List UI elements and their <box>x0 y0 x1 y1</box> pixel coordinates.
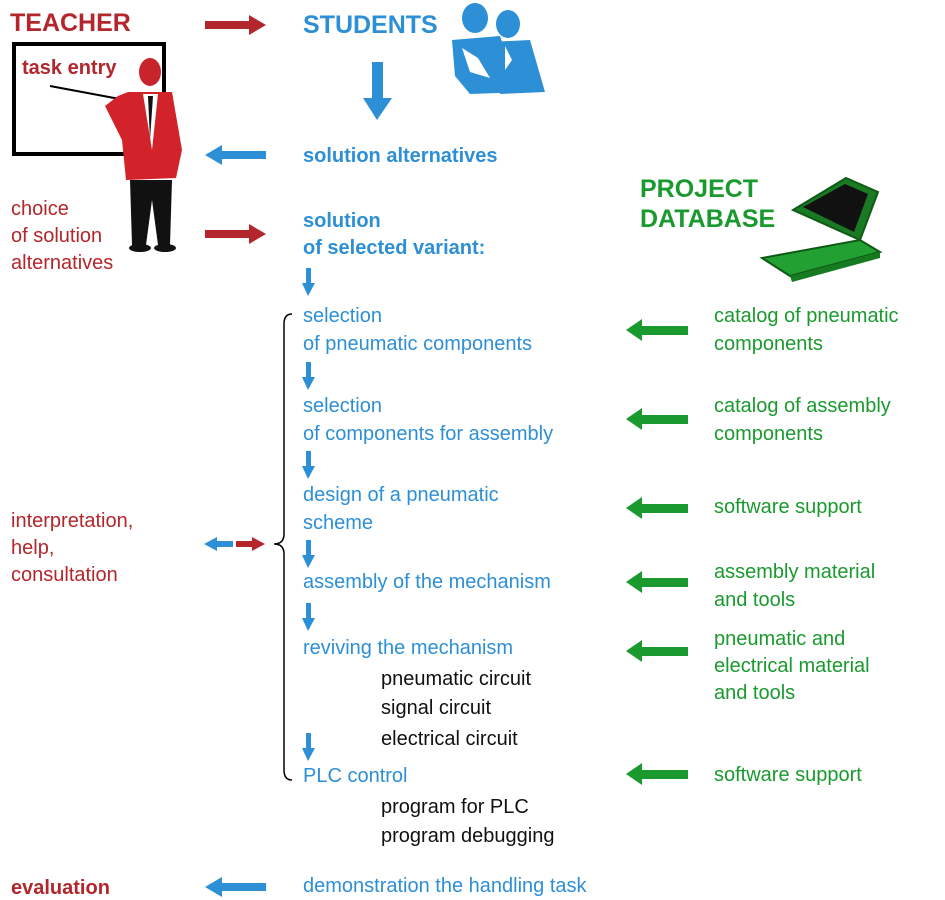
arrow-database-to-step <box>626 640 688 662</box>
arrow-database-to-step <box>626 408 688 430</box>
curly-bracket <box>273 313 293 781</box>
arrow-database-to-step <box>626 763 688 785</box>
arrow-teacher-to-students <box>205 15 266 35</box>
arrow-database-to-step <box>626 571 688 593</box>
arrow-demonstration-to-evaluation <box>205 877 266 897</box>
resource-6-line-1: software support <box>714 764 862 786</box>
demonstration-label: demonstration the handling task <box>303 875 587 897</box>
arrow-down-small <box>302 733 315 761</box>
resource-1-line-1: catalog of pneumatic <box>714 305 899 327</box>
arrow-database-to-step <box>626 497 688 519</box>
interpretation-line-3: consultation <box>11 564 118 586</box>
step-2-line-2: of components for assembly <box>303 423 554 445</box>
arrow-bidirectional-consultation <box>204 537 265 551</box>
step-2-line-1: selection <box>303 395 382 417</box>
step-6-line-1: PLC control <box>303 765 408 787</box>
solution-alternatives-label: solution alternatives <box>303 145 498 167</box>
solution-selected-line-1: solution <box>303 210 381 232</box>
teacher-title: TEACHER <box>10 9 131 37</box>
solution-selected-line-2: of selected variant: <box>303 237 486 259</box>
arrow-alternatives-to-teacher <box>205 145 266 165</box>
arrow-down-small <box>302 451 315 479</box>
students-figure-icon <box>452 3 545 94</box>
choice-line-1: choice <box>11 198 69 220</box>
step-5-sub-3: electrical circuit <box>381 728 518 750</box>
resource-4-line-1: assembly material <box>714 561 876 583</box>
students-title: STUDENTS <box>303 11 438 39</box>
resource-4-line-2: and tools <box>714 589 796 611</box>
arrow-database-to-step <box>626 319 688 341</box>
resource-5-line-3: and tools <box>714 682 796 704</box>
arrow-down-small <box>302 540 315 568</box>
step-1-line-1: selection <box>303 305 382 327</box>
step-5-line-1: reviving the mechanism <box>303 637 514 659</box>
choice-line-2: of solution <box>11 225 103 247</box>
interpretation-line-1: interpretation, <box>11 510 134 532</box>
resource-5-line-2: electrical material <box>714 655 870 677</box>
project-database-title-line-2: DATABASE <box>640 205 776 233</box>
step-3-line-2: scheme <box>303 512 374 534</box>
choice-line-3: alternatives <box>11 252 114 274</box>
step-4-line-1: assembly of the mechanism <box>303 571 551 593</box>
task-entry-label: task entry <box>22 57 117 79</box>
interpretation-line-2: help, <box>11 537 55 559</box>
resource-2-line-1: catalog of assembly <box>714 395 891 417</box>
resource-1-line-2: components <box>714 333 823 355</box>
arrow-down-students <box>363 62 392 120</box>
step-3-line-1: design of a pneumatic <box>303 484 499 506</box>
step-5-sub-1: pneumatic circuit <box>381 668 532 690</box>
resource-2-line-2: components <box>714 423 823 445</box>
arrow-down-small <box>302 268 315 296</box>
laptop-icon <box>759 176 883 282</box>
step-1-line-2: of pneumatic components <box>303 333 533 355</box>
resource-3-line-1: software support <box>714 496 862 518</box>
step-6-sub-2: program debugging <box>381 825 555 847</box>
resource-5-line-1: pneumatic and <box>714 628 846 650</box>
step-6-sub-1: program for PLC <box>381 796 529 818</box>
teacher-figure-icon <box>49 58 182 252</box>
arrow-down-small <box>302 603 315 631</box>
arrow-choice-to-solution <box>205 224 266 244</box>
arrow-down-small <box>302 362 315 390</box>
evaluation-label: evaluation <box>11 877 110 899</box>
project-database-title-line-1: PROJECT <box>640 175 759 203</box>
step-5-sub-2: signal circuit <box>381 697 492 719</box>
